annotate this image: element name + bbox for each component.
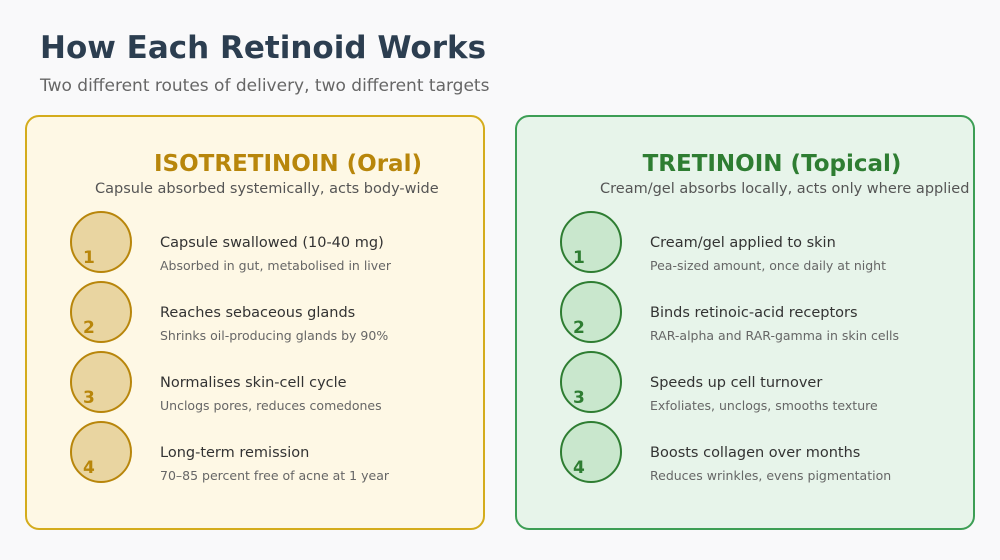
step-label: Reaches sebaceous glands	[160, 305, 356, 321]
step-4: 4 Long-term remission 70–85 percent free…	[70, 421, 470, 483]
tretinoin-panel: TRETINOIN (Topical) Cream/gel absorbs lo…	[515, 115, 975, 530]
step-number: 3	[83, 388, 95, 408]
step-detail: Unclogs pores, reduces comedones	[160, 398, 382, 413]
step-detail: Reduces wrinkles, evens pigmentation	[650, 468, 892, 483]
step-number: 4	[83, 458, 95, 478]
panel-title: ISOTRETINOIN (Oral)	[154, 151, 422, 177]
step-circle	[70, 421, 132, 483]
step-detail: Pea-sized amount, once daily at night	[650, 258, 886, 273]
step-circle	[560, 281, 622, 343]
step-circle	[70, 281, 132, 343]
step-number: 3	[573, 388, 585, 408]
step-number: 2	[83, 318, 95, 338]
step-detail: 70–85 percent free of acne at 1 year	[160, 468, 389, 483]
isotretinoin-panel: ISOTRETINOIN (Oral) Capsule absorbed sys…	[25, 115, 485, 530]
step-detail: Shrinks oil-producing glands by 90%	[160, 328, 389, 343]
step-number: 1	[573, 248, 585, 268]
step-label: Binds retinoic-acid receptors	[650, 305, 858, 321]
step-label: Capsule swallowed (10-40 mg)	[160, 235, 384, 251]
step-3: 3 Normalises skin-cell cycle Unclogs por…	[70, 351, 470, 413]
page-subtitle: Two different routes of delivery, two di…	[40, 76, 490, 96]
step-label: Long-term remission	[160, 445, 310, 461]
step-label: Speeds up cell turnover	[650, 375, 823, 391]
step-1: 1 Cream/gel applied to skin Pea-sized am…	[560, 211, 960, 273]
page-title: How Each Retinoid Works	[40, 30, 487, 66]
panel-subtitle: Cream/gel absorbs locally, acts only whe…	[600, 181, 970, 197]
step-circle	[560, 351, 622, 413]
step-2: 2 Reaches sebaceous glands Shrinks oil-p…	[70, 281, 470, 343]
step-circle	[560, 211, 622, 273]
panel-title: TRETINOIN (Topical)	[642, 151, 902, 177]
step-circle	[70, 351, 132, 413]
step-number: 1	[83, 248, 95, 268]
step-1: 1 Capsule swallowed (10-40 mg) Absorbed …	[70, 211, 470, 273]
step-number: 4	[573, 458, 585, 478]
panel-subtitle: Capsule absorbed systemically, acts body…	[95, 181, 439, 197]
step-label: Cream/gel applied to skin	[650, 235, 836, 251]
step-detail: Exfoliates, unclogs, smooths texture	[650, 398, 878, 413]
step-circle	[560, 421, 622, 483]
step-circle	[70, 211, 132, 273]
step-4: 4 Boosts collagen over months Reduces wr…	[560, 421, 960, 483]
step-3: 3 Speeds up cell turnover Exfoliates, un…	[560, 351, 960, 413]
step-detail: Absorbed in gut, metabolised in liver	[160, 258, 391, 273]
step-label: Normalises skin-cell cycle	[160, 375, 347, 391]
step-2: 2 Binds retinoic-acid receptors RAR-alph…	[560, 281, 960, 343]
step-detail: RAR-alpha and RAR-gamma in skin cells	[650, 328, 900, 343]
step-number: 2	[573, 318, 585, 338]
step-label: Boosts collagen over months	[650, 445, 861, 461]
